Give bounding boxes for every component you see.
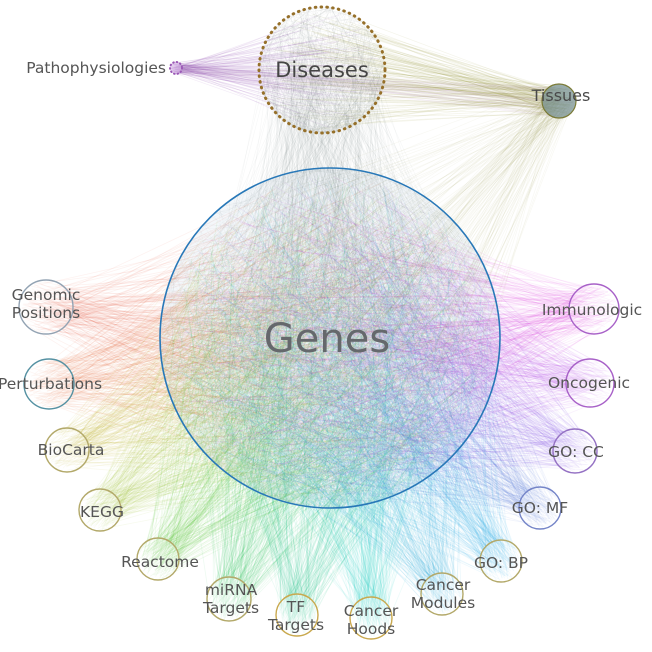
reactome-node[interactable] — [136, 537, 180, 581]
edge-bundle-pathophysiologies-tissues — [170, 62, 575, 118]
edge-bundle-genes-perturbations — [25, 182, 484, 498]
oncogenic-label: Oncogenic — [548, 374, 630, 392]
go_mf-node[interactable] — [518, 486, 562, 530]
tissues-label: Tissues — [531, 86, 591, 105]
node-layer — [18, 5, 620, 640]
edge-bundle-diseases-diseases — [258, 6, 386, 134]
edge-bundle-genes-cancer_modules — [173, 187, 488, 614]
edge-bundle-diseases-tissues — [262, 13, 575, 131]
pathophysiologies-label: Pathophysiologies — [26, 59, 166, 77]
genomic_positions-node[interactable] — [18, 279, 74, 335]
kegg-node[interactable] — [78, 488, 122, 532]
edge-bundle-genes-go_bp — [168, 178, 520, 581]
perturbations-label: Perturbations — [0, 375, 102, 393]
mirna_targets-node[interactable] — [206, 576, 252, 622]
reactome-label: Reactome — [121, 553, 199, 571]
diseases-node[interactable] — [257, 5, 387, 135]
edge-bundle-genes-oncogenic — [175, 181, 613, 497]
edge-bundle-genes-diseases — [172, 12, 487, 492]
genes-node[interactable] — [159, 167, 501, 509]
perturbations-node[interactable] — [23, 358, 75, 410]
go_mf-label: GO: MF — [512, 499, 568, 517]
kegg-label: KEGG — [80, 503, 124, 521]
edge-bundle-genes-mirna_targets — [169, 175, 485, 620]
genes-label: Genes — [264, 316, 390, 362]
immunologic-node[interactable] — [568, 283, 620, 335]
edge-bundle-genes-biocarta — [47, 181, 484, 492]
diseases-label: Diseases — [275, 58, 369, 82]
background-fill-layer — [160, 168, 500, 508]
edge-bundle-genes-go_cc — [174, 177, 597, 500]
cancer_modules-node[interactable] — [420, 572, 464, 616]
edge-bundle-genes-reactome — [138, 180, 491, 579]
go_cc-label: GO: CC — [548, 443, 604, 461]
cancer_hoods-node[interactable] — [349, 596, 393, 640]
edge-bundle-genes-tissues — [171, 85, 575, 493]
edge-bundle-pathophysiologies-diseases — [170, 14, 378, 129]
immunologic-label: Immunologic — [542, 301, 642, 319]
biocarta-label: BioCarta — [38, 441, 105, 459]
tissues-node[interactable] — [541, 83, 577, 119]
edge-bundle-genes-go_mf — [177, 179, 561, 528]
go_cc-node[interactable] — [552, 428, 598, 474]
edge-bundle-genes-genomic_positions — [21, 183, 477, 501]
go_bp-label: GO: BP — [474, 554, 528, 572]
label-layer: Genes Diseases PathophysiologiesTissuesGen… — [0, 58, 642, 638]
edge-bundle-genes-cancer_hoods — [184, 179, 489, 638]
edge-bundle-genes-genes — [159, 167, 501, 509]
genes-background-fill — [160, 168, 500, 508]
pathophysiologies-node[interactable] — [169, 61, 183, 75]
edge-bundle-genes-tf_targets — [176, 191, 489, 636]
tf_targets-node[interactable] — [275, 593, 319, 637]
edge-bundle-genes-immunologic — [170, 176, 618, 495]
edge-layer — [21, 6, 618, 638]
biocarta-node[interactable] — [44, 427, 90, 473]
go_bp-node[interactable] — [479, 539, 523, 583]
oncogenic-node[interactable] — [565, 358, 615, 408]
edge-bundle-genes-kegg — [80, 189, 483, 531]
